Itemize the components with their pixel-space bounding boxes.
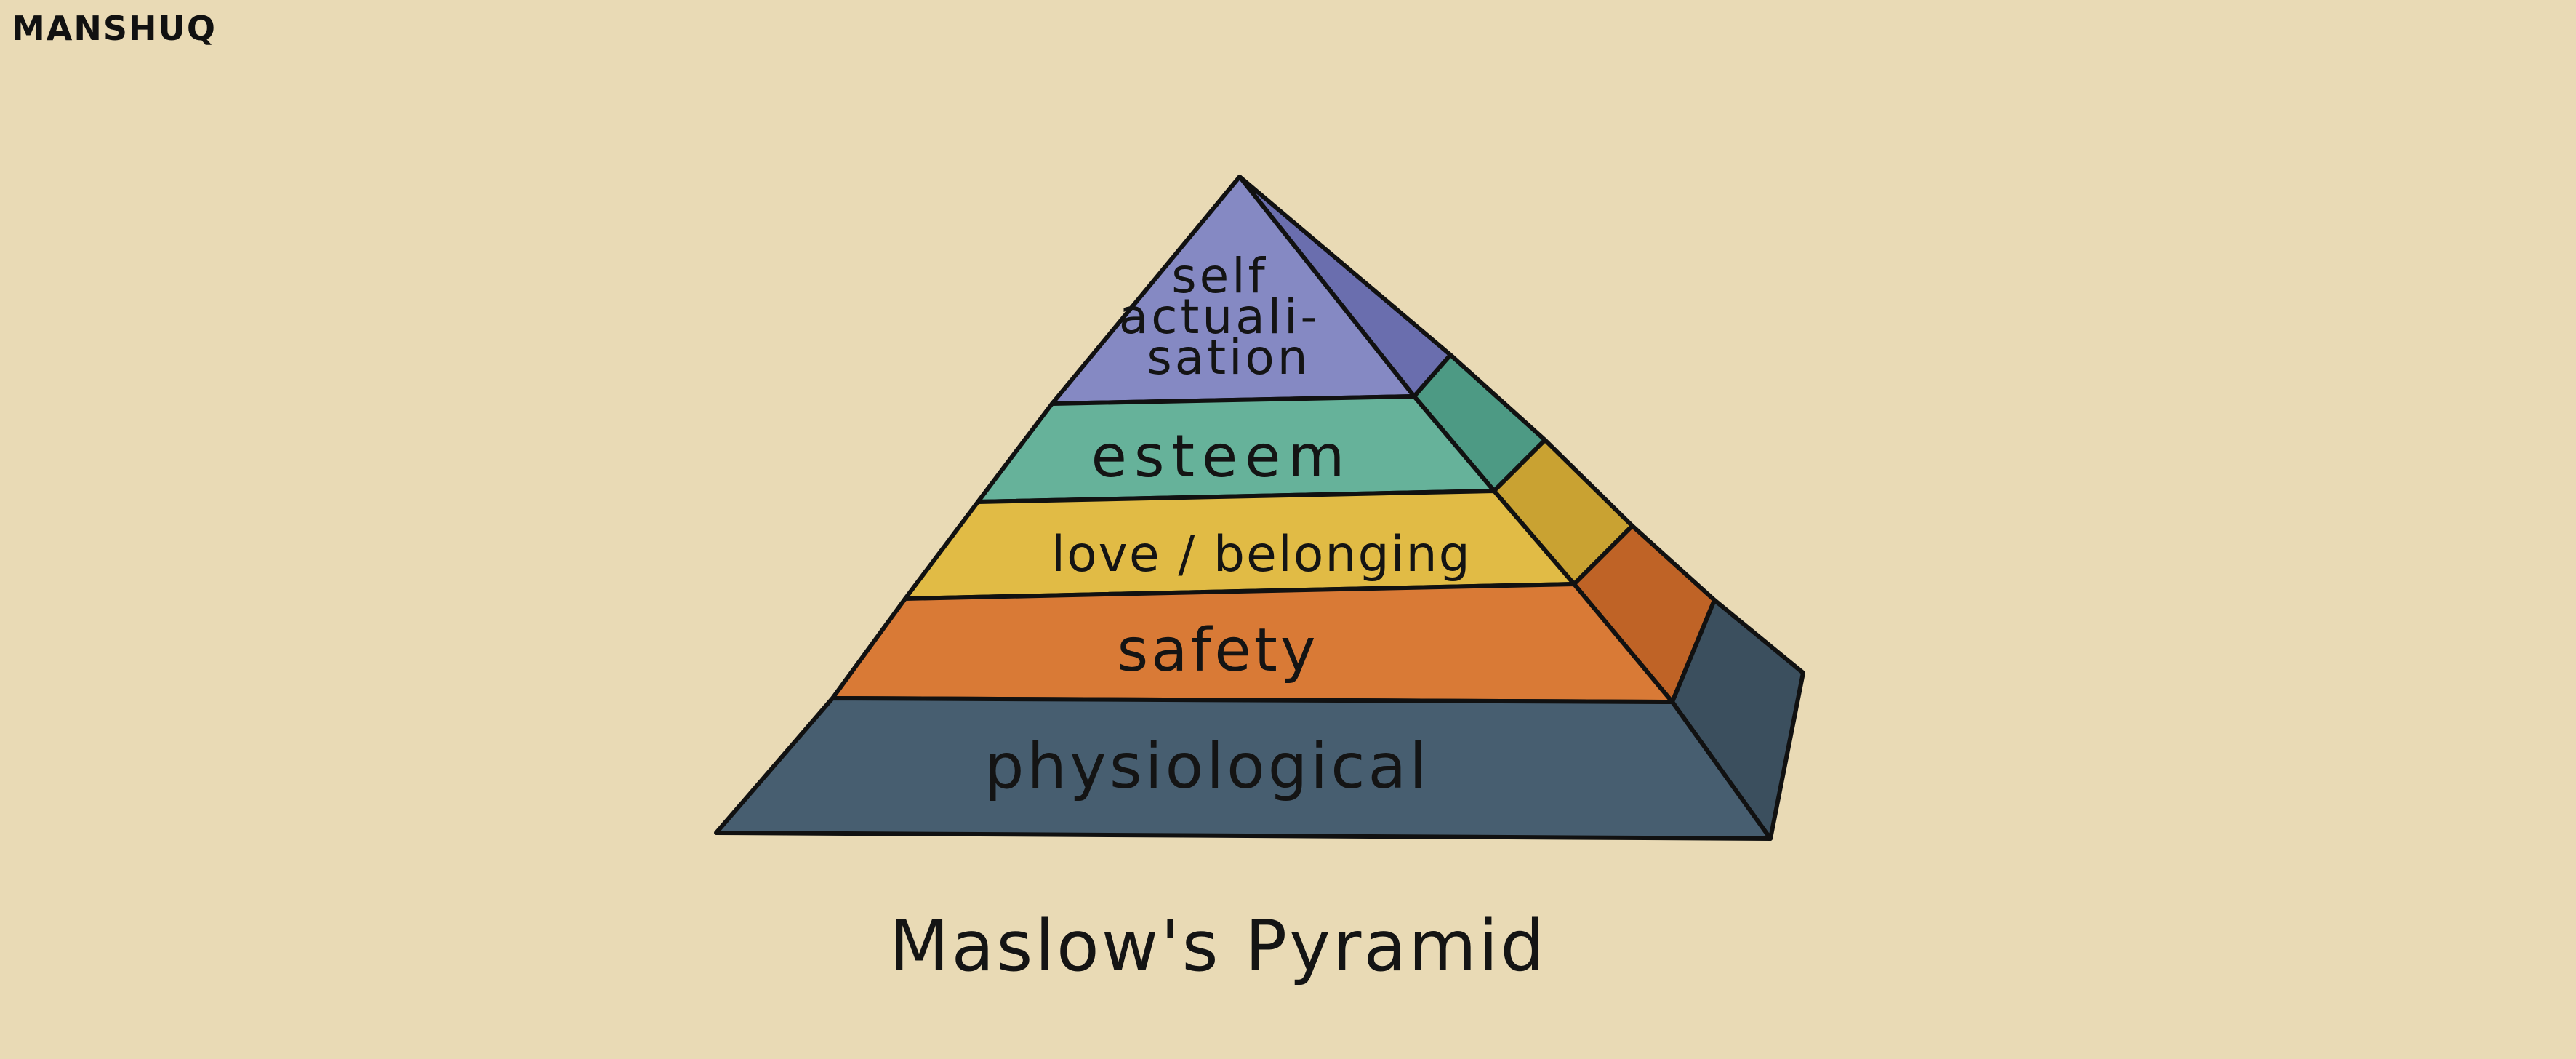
label-self-actualisation: self actuali- sation [1119, 248, 1339, 385]
label-esteem: esteem [1091, 423, 1352, 490]
label-love-belonging: love / belonging [1051, 526, 1472, 583]
diagram-title: Maslow's Pyramid [888, 906, 1547, 987]
layer-physiological [714, 696, 1773, 841]
label-safety: safety [1118, 616, 1319, 685]
brand-logo: MANSHUQ [12, 9, 217, 48]
label-physiological: physiological [984, 730, 1429, 803]
